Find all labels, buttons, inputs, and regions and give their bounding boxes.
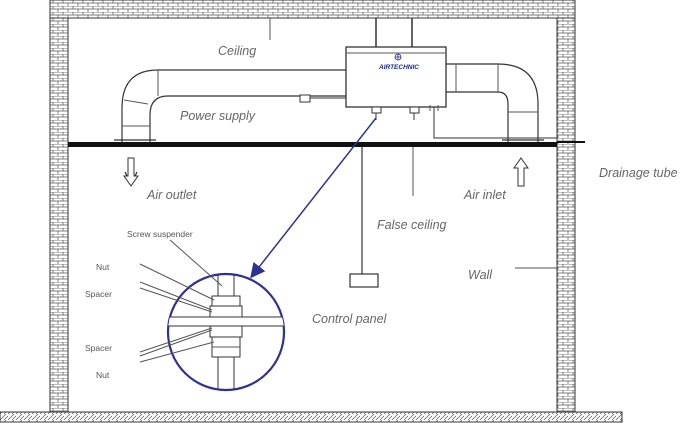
label-nut-bottom: Nut: [96, 370, 110, 380]
label-control-panel: Control panel: [312, 312, 388, 326]
supply-duct: [114, 69, 346, 142]
brand-name: AIRTECHNIC: [378, 64, 419, 71]
label-false-ceiling: False ceiling: [377, 218, 447, 232]
detail-leader-arrow: [250, 117, 377, 279]
floor: [0, 411, 623, 423]
label-air-outlet: Air outlet: [146, 188, 197, 202]
label-power-supply: Power supply: [180, 109, 256, 123]
screw-suspender-detail: [166, 272, 286, 392]
left-wall: [49, 0, 69, 413]
right-wall: [556, 0, 576, 413]
label-wall: Wall: [468, 268, 493, 282]
label-spacer-bottom: Spacer: [85, 343, 112, 353]
label-screw-suspender: Screw suspender: [127, 229, 193, 239]
false-ceiling-board: [68, 141, 585, 147]
air-outlet-arrow-icon: [123, 157, 139, 187]
ceiling-slab: [49, 0, 576, 19]
label-nut-top: Nut: [96, 262, 110, 272]
drain-pipe: [433, 107, 557, 139]
label-drainage-tube: Drainage tube: [599, 166, 678, 180]
label-air-inlet: Air inlet: [463, 188, 506, 202]
label-ceiling: Ceiling: [218, 44, 256, 58]
air-inlet-arrow-icon: [513, 157, 529, 187]
label-spacer-top: Spacer: [85, 289, 112, 299]
brand-logo-icon: [394, 53, 402, 61]
indoor-unit: AIRTECHNIC: [299, 46, 557, 139]
detail-leaders: [139, 239, 223, 363]
control-panel: [349, 147, 379, 288]
brick-walls: [0, 0, 623, 423]
return-duct: [445, 63, 544, 142]
